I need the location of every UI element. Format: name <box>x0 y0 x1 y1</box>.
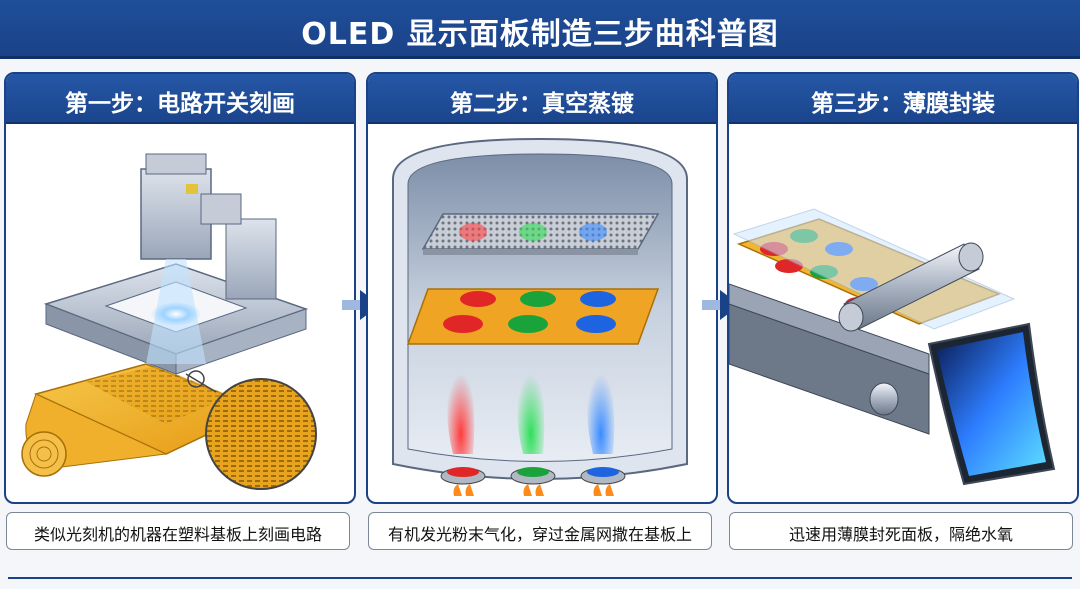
magnified-circuit <box>205 378 317 490</box>
vacuum-chamber-illustration <box>392 137 688 496</box>
step-3-title: 第三步：薄膜封装 <box>811 91 995 117</box>
step-2-header: 第二步：真空蒸镀 <box>368 74 716 124</box>
bottom-divider <box>8 577 1072 579</box>
step-1-header: 第一步：电路开关刻画 <box>6 74 354 124</box>
page-title: OLED 显示面板制造三步曲科普图 <box>301 17 779 52</box>
light-tower <box>140 168 212 260</box>
pixel-deposits <box>443 291 616 333</box>
blue-vapor <box>587 354 615 454</box>
flame-icon <box>453 484 614 496</box>
step-3-header: 第三步：薄膜封装 <box>729 74 1077 124</box>
control-cabinet <box>225 218 277 300</box>
step-1-caption: 类似光刻机的机器在塑料基板上刻画电路 <box>6 512 350 550</box>
substrate-roll <box>21 431 67 477</box>
step-1-panel: 第一步：电路开关刻画 <box>4 72 356 504</box>
step-3-caption-text: 迅速用薄膜封死面板，隔绝水氧 <box>788 525 1013 544</box>
step-3-panel: 第三步：薄膜封装 <box>727 72 1079 504</box>
step-1-title: 第一步：电路开关刻画 <box>65 91 295 117</box>
step-3-caption: 迅速用薄膜封死面板，隔绝水氧 <box>729 512 1073 550</box>
step-2-title: 第二步：真空蒸镀 <box>450 91 634 117</box>
step-2-panel: 第二步：真空蒸镀 <box>366 72 718 504</box>
lithography-illustration <box>21 153 317 490</box>
header-banner: OLED 显示面板制造三步曲科普图 <box>0 0 1080 59</box>
step-2-caption: 有机发光粉末气化，穿过金属网撒在基板上 <box>368 512 712 550</box>
crucibles <box>440 467 626 485</box>
red-vapor <box>447 354 475 454</box>
green-vapor <box>517 354 545 454</box>
step-1-caption-text: 类似光刻机的机器在塑料基板上刻画电路 <box>33 525 322 544</box>
step-2-caption-text: 有机发光粉末气化，穿过金属网撒在基板上 <box>387 525 692 544</box>
circuit-pattern <box>86 366 231 424</box>
encapsulation-illustration <box>729 208 1056 486</box>
